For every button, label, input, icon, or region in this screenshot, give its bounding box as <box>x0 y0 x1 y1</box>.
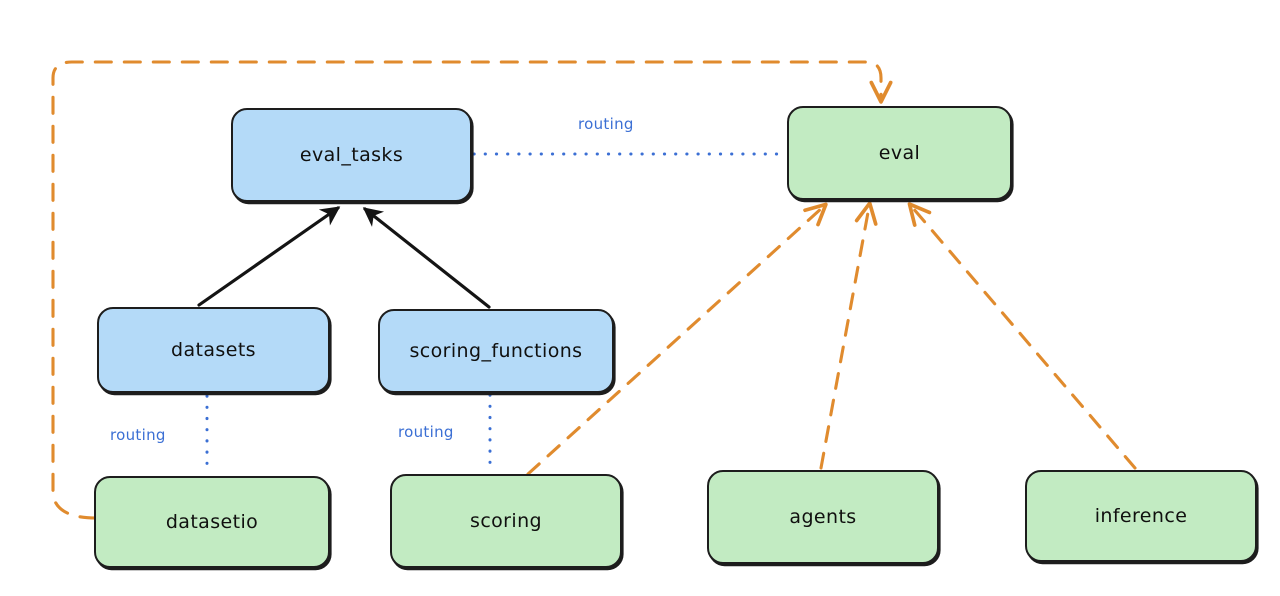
edge-scoring_functions-to-eval_tasks <box>362 207 491 309</box>
node-label-scoring-functions: scoring_functions <box>409 340 583 362</box>
node-datasetio[interactable]: datasetio <box>94 476 330 568</box>
edge-agents-to-eval <box>819 201 878 470</box>
node-scoring[interactable]: scoring <box>390 474 622 568</box>
node-label-eval: eval <box>878 142 921 164</box>
node-label-inference: inference <box>1094 505 1188 527</box>
edge-inference-to-eval <box>907 202 1137 470</box>
edge-label-routing-eval-tasks-eval: routing <box>578 115 634 133</box>
node-label-datasetio: datasetio <box>165 511 259 533</box>
node-datasets[interactable]: datasets <box>97 307 330 393</box>
node-scoring-functions[interactable]: scoring_functions <box>378 309 614 393</box>
edge-label-routing-datasets-datasetio: routing <box>110 426 166 444</box>
node-label-eval-tasks: eval_tasks <box>299 144 404 166</box>
edge-datasets-to-eval_tasks <box>197 206 341 307</box>
node-label-scoring: scoring <box>470 510 542 532</box>
node-label-datasets: datasets <box>171 339 256 361</box>
node-agents[interactable]: agents <box>707 470 939 564</box>
node-eval[interactable]: eval <box>787 106 1012 200</box>
node-label-agents: agents <box>789 506 857 528</box>
edge-label-routing-scoring-functions-scoring: routing <box>398 423 454 441</box>
node-eval-tasks[interactable]: eval_tasks <box>231 108 472 202</box>
node-inference[interactable]: inference <box>1025 470 1257 562</box>
